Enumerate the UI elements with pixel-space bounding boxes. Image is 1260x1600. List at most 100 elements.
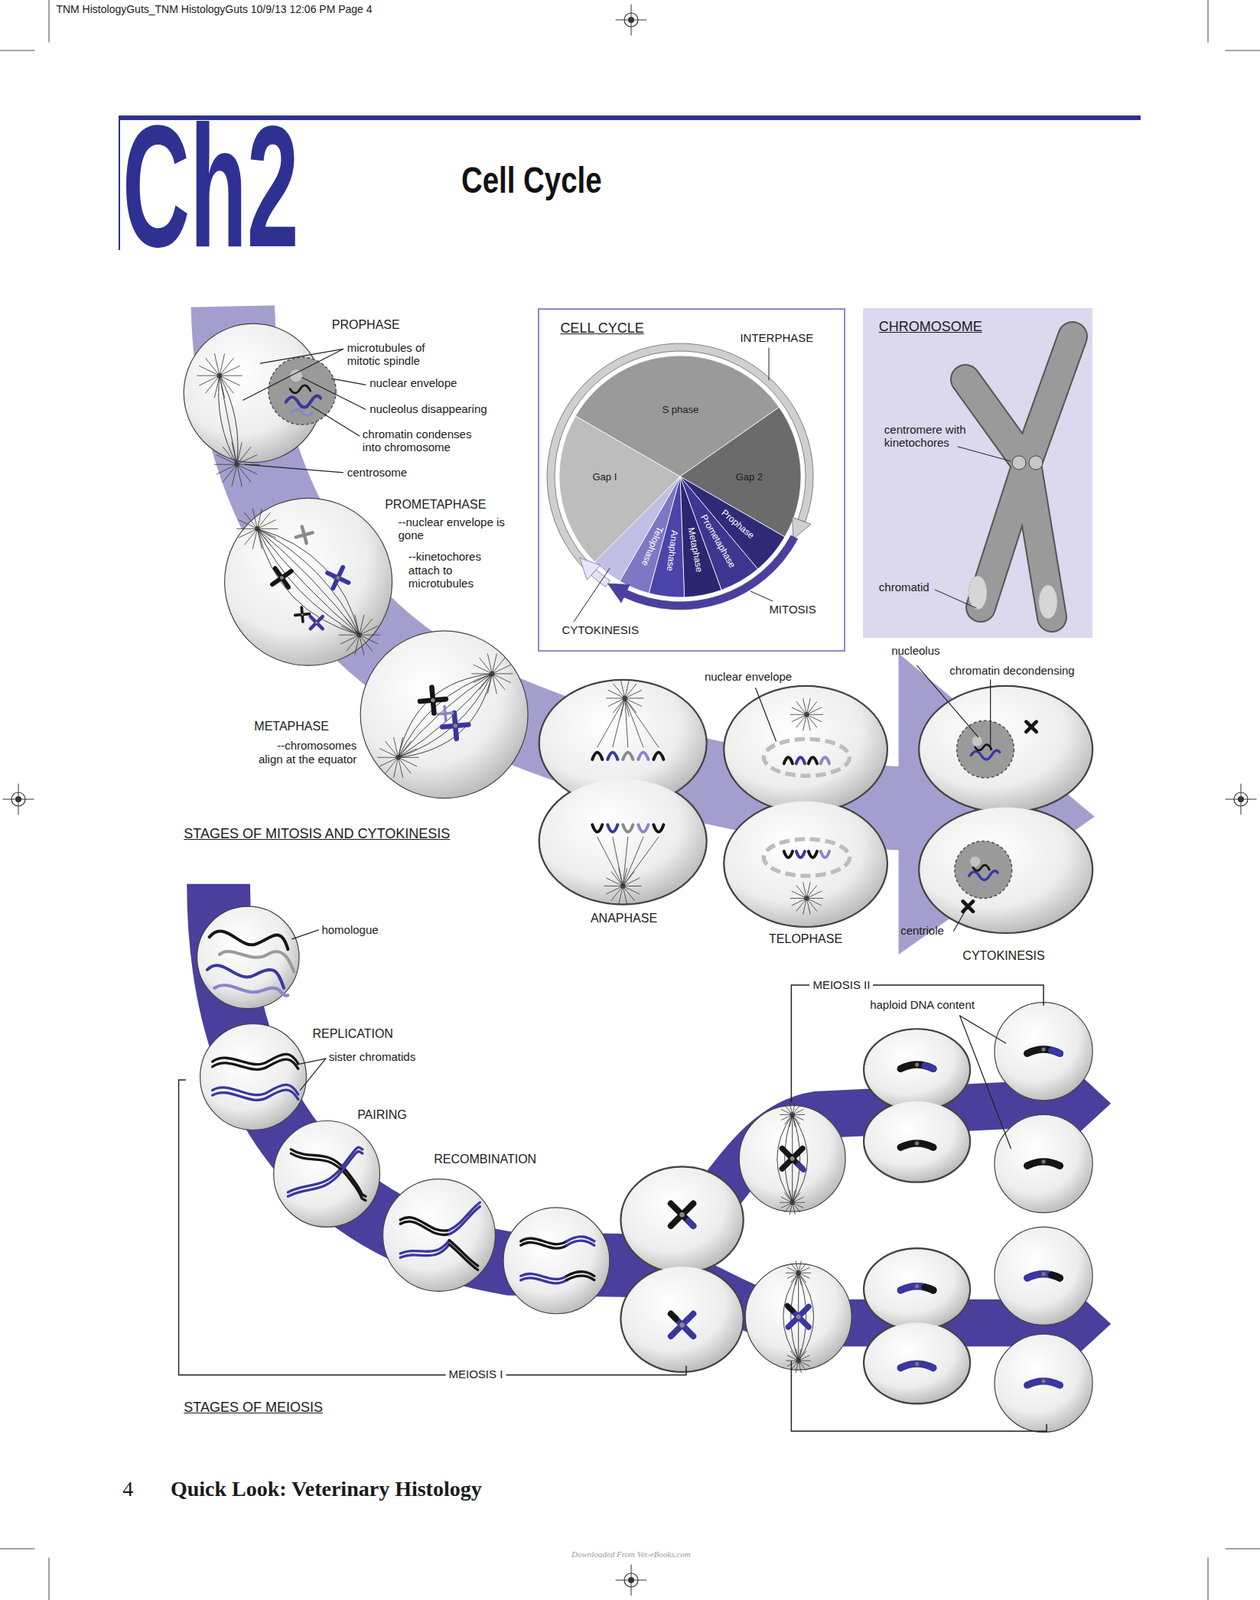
chromosome: [327, 567, 349, 589]
aster-ray: [606, 878, 624, 886]
chromatid: [592, 824, 603, 832]
chromosome: [214, 985, 288, 997]
chromatid: [622, 824, 633, 832]
chromosome: [670, 1204, 694, 1227]
aster-ray: [398, 757, 417, 767]
cytokinesis-arc-head: [579, 557, 601, 580]
chromatid: [808, 757, 818, 764]
phase-note: --nuclear envelope is gone: [398, 515, 506, 543]
aster-ray: [237, 528, 258, 530]
aster-ray: [341, 634, 360, 645]
cell: [724, 686, 886, 812]
callout-label: chromatid: [879, 580, 930, 594]
spindle-fiber: [612, 836, 623, 886]
chapter-number: Ch2: [122, 100, 300, 274]
spindle-fiber: [398, 673, 493, 758]
chromatid: [784, 851, 793, 858]
cell: [224, 498, 393, 666]
chromatid: [1051, 1275, 1061, 1279]
phase-label: INTERPHASE: [739, 331, 814, 345]
centriole: [1025, 722, 1036, 733]
aster-ray: [216, 464, 237, 475]
cell: [197, 906, 300, 1009]
aster-ray: [237, 455, 258, 466]
cell-outline: [863, 1321, 971, 1404]
spindle-fiber: [622, 836, 629, 886]
spindle-fiber: [257, 528, 359, 635]
registration-mark: [1237, 796, 1244, 803]
phase-label: RECOMBINATION: [433, 1152, 537, 1167]
chromatid: [592, 752, 603, 760]
phase-label: REPLICATION: [312, 1027, 394, 1042]
chromatin: [969, 871, 998, 881]
cell-outline: [620, 1266, 743, 1373]
leader-line: [957, 446, 1011, 462]
aster-ray: [398, 757, 404, 778]
chromosome-arm: [420, 687, 447, 714]
aster-ray: [377, 757, 399, 759]
aster-ray: [359, 634, 365, 655]
aster-ray: [359, 634, 378, 645]
registration-mark: [15, 796, 22, 803]
chromosome: [219, 951, 294, 973]
leader-line: [302, 377, 366, 410]
aster-ray: [237, 464, 258, 475]
leader-line: [311, 406, 360, 437]
chromatid: [638, 824, 648, 832]
chromatid: [653, 752, 664, 760]
nucleus: [954, 841, 1013, 899]
aster-ray: [244, 528, 258, 545]
chromosome: [295, 607, 310, 622]
aster-ray: [604, 885, 623, 887]
chromatid: [820, 757, 830, 764]
centromere: [914, 1284, 919, 1289]
cell: [540, 778, 706, 904]
chapter-rule: [118, 115, 121, 251]
cell: [994, 1114, 1093, 1213]
spindle-fiber: [597, 698, 626, 748]
aster-ray: [606, 697, 626, 699]
aster-ray: [219, 375, 240, 386]
leader-line: [243, 348, 344, 401]
aster-ray: [393, 737, 399, 758]
leader-line: [960, 1015, 1007, 1044]
aster-ray: [385, 757, 399, 774]
bracket: [791, 985, 1044, 1103]
crop-mark: [0, 1549, 35, 1550]
spindle-fiber: [622, 836, 659, 886]
sister-chromatid: [212, 1059, 299, 1070]
crop-mark: [1207, 1558, 1209, 1600]
chromatid: [784, 757, 793, 764]
centromere: [335, 575, 341, 580]
chromosome: [272, 568, 292, 588]
cell: [739, 1105, 846, 1212]
spindle-fiber: [622, 836, 644, 886]
book-title: Quick Look: Veterinary Histology: [170, 1477, 482, 1502]
cell-outline: [539, 778, 707, 906]
callout-label: chromatin decondensing: [949, 664, 1075, 678]
chromatid: [1026, 336, 1073, 465]
phase-label: CYTOKINESIS: [561, 623, 639, 637]
aster-ray: [214, 354, 220, 377]
spindle-fiber: [219, 375, 238, 465]
leader-line: [768, 348, 770, 381]
cell: [273, 1120, 381, 1228]
chromosome-arm: [295, 607, 310, 622]
cell-outline: [620, 1167, 743, 1274]
aster-ray: [625, 683, 637, 699]
cell: [994, 1002, 1093, 1101]
centromere: [443, 712, 447, 716]
chromosome-arm: [670, 1204, 694, 1227]
callout-label: nuclear envelope: [369, 376, 457, 390]
spindle-fiber: [612, 698, 626, 748]
chromatin-texture: [1038, 585, 1058, 619]
registration-mark: [628, 16, 635, 23]
aster-ray: [491, 657, 505, 674]
chromatid: [798, 1165, 805, 1171]
page-title: Cell Cycle: [461, 159, 603, 202]
interphase-arc: [546, 343, 814, 571]
panel-heading: CELL CYCLE: [560, 320, 644, 337]
chromatid: [796, 757, 805, 764]
aster-ray: [379, 757, 398, 767]
